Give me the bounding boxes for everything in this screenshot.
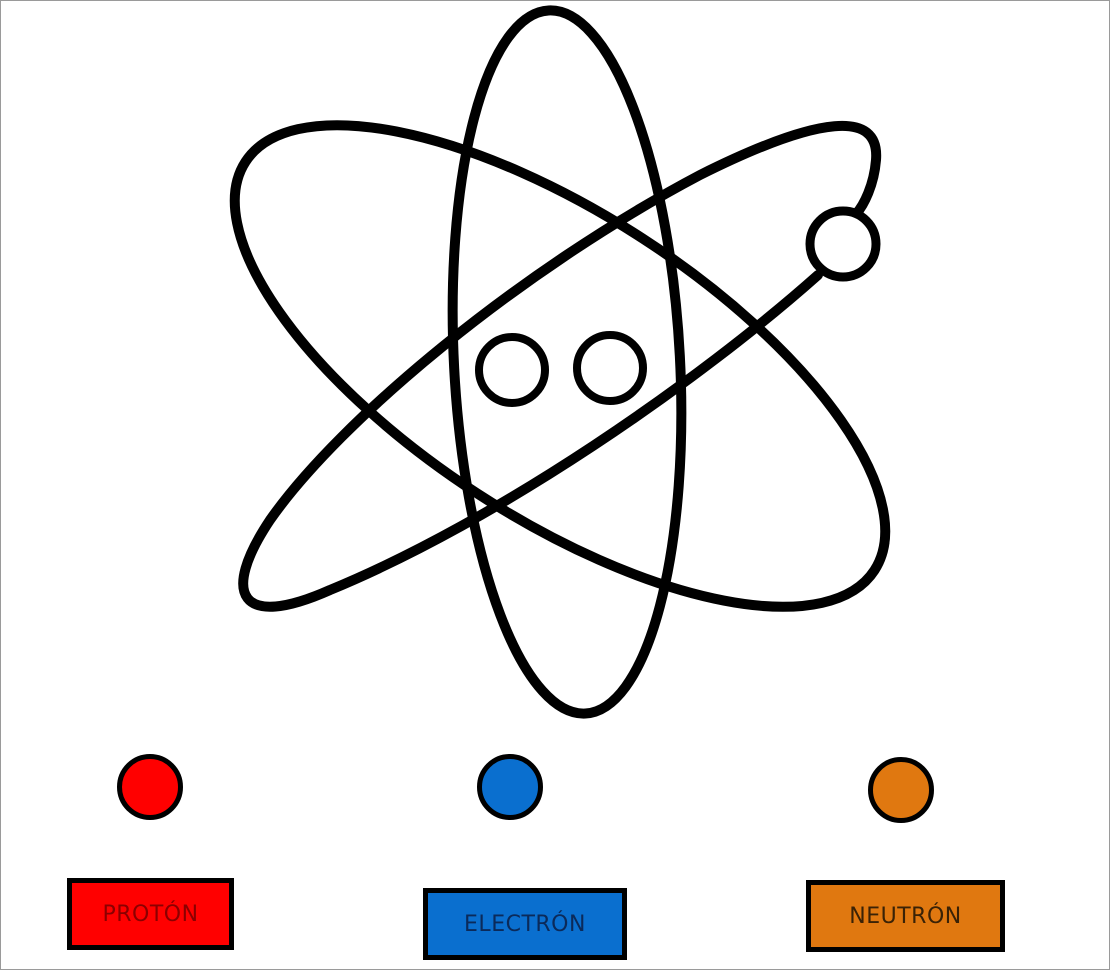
electron-color-dot[interactable] <box>477 754 543 820</box>
orbit-particle-circle[interactable] <box>810 211 876 277</box>
proton-label: PROTÓN <box>102 902 198 927</box>
orbit-ascending <box>243 126 876 607</box>
orbit-vertical <box>436 5 699 720</box>
electron-label: ELECTRÓN <box>464 912 586 937</box>
nucleus-circle-left[interactable] <box>479 337 545 403</box>
nucleus-circle-right[interactable] <box>577 335 643 401</box>
proton-label-box: PROTÓN <box>67 878 234 950</box>
neutron-label-box: NEUTRÓN <box>806 880 1005 952</box>
neutron-label: NEUTRÓN <box>849 904 961 929</box>
orbit-descending <box>163 34 958 697</box>
proton-color-dot[interactable] <box>117 754 183 820</box>
neutron-color-dot[interactable] <box>868 757 934 823</box>
electron-label-box: ELECTRÓN <box>423 888 627 960</box>
